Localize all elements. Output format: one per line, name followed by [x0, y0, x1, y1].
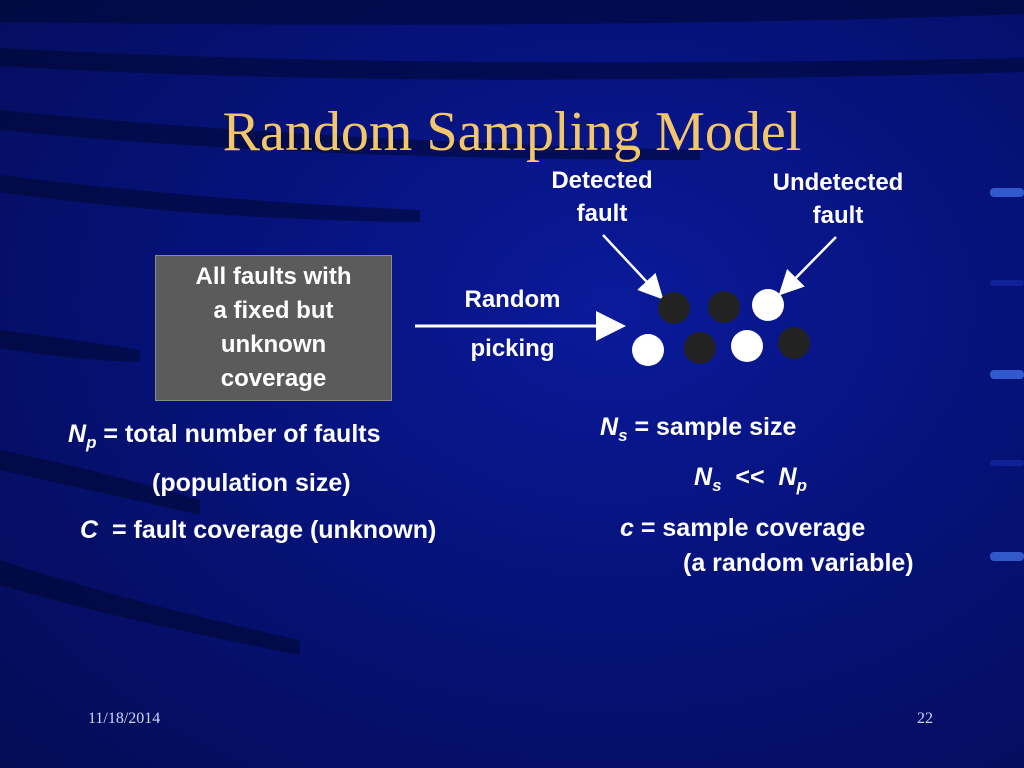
undetected-fault-dot [632, 334, 664, 366]
picking-label: picking [470, 335, 555, 362]
undetected-arrow [778, 236, 837, 296]
box-line-4: coverage [220, 365, 327, 392]
cmp-ns-subscript: s [712, 476, 722, 495]
cmp-np-subscript: p [796, 476, 807, 495]
detected-label-line2: fault [576, 200, 628, 227]
np-subscript: p [86, 433, 97, 452]
c-text: = fault coverage (unknown) [98, 516, 437, 544]
c-symbol: C [80, 516, 99, 544]
much-less-than: << [721, 463, 779, 491]
undetected-label-line1: Undetected [772, 169, 904, 196]
undetected-label-line2: fault [812, 202, 864, 229]
cmp-np-symbol: N [778, 463, 797, 491]
detected-fault-dot [684, 332, 716, 364]
box-line-3: unknown [220, 331, 327, 358]
np-text: = total number of faults [96, 420, 381, 448]
detected-label: Detected fault [522, 164, 682, 230]
box-line-2: a fixed but [213, 297, 334, 324]
detected-label-line1: Detected [551, 167, 653, 194]
population-box: All faults with a fixed but unknown cove… [155, 255, 392, 401]
detected-fault-dot [708, 291, 740, 323]
undetected-fault-dot [731, 330, 763, 362]
detected-arrow [602, 234, 664, 300]
random-label: Random [464, 286, 561, 313]
np-population-size: (population size) [152, 469, 351, 497]
box-line-1: All faults with [195, 263, 352, 290]
ns-np-comparison: Ns << Np [694, 463, 807, 496]
ns-symbol: N [600, 413, 619, 441]
undetected-fault-dot [752, 289, 784, 321]
sample-c-text: = sample coverage [633, 514, 866, 542]
slide-number: 22 [917, 710, 933, 727]
np-definition: Np = total number of faults [68, 420, 381, 453]
ns-definition: Ns = sample size [600, 413, 796, 446]
np-symbol: N [68, 420, 87, 448]
cmp-ns-symbol: N [694, 463, 713, 491]
sample-c-symbol: c [620, 514, 634, 542]
c-definition: C = fault coverage (unknown) [80, 516, 436, 545]
ns-text: = sample size [627, 413, 797, 441]
slide-title: Random Sampling Model [222, 101, 802, 163]
detected-fault-dot [778, 327, 810, 359]
random-variable-note: (a random variable) [683, 549, 914, 577]
ns-subscript: s [618, 426, 628, 445]
detected-fault-dot [658, 292, 690, 324]
slide-date: 11/18/2014 [88, 710, 161, 727]
undetected-label: Undetected fault [738, 166, 938, 232]
sample-coverage-definition: c = sample coverage [620, 514, 865, 543]
